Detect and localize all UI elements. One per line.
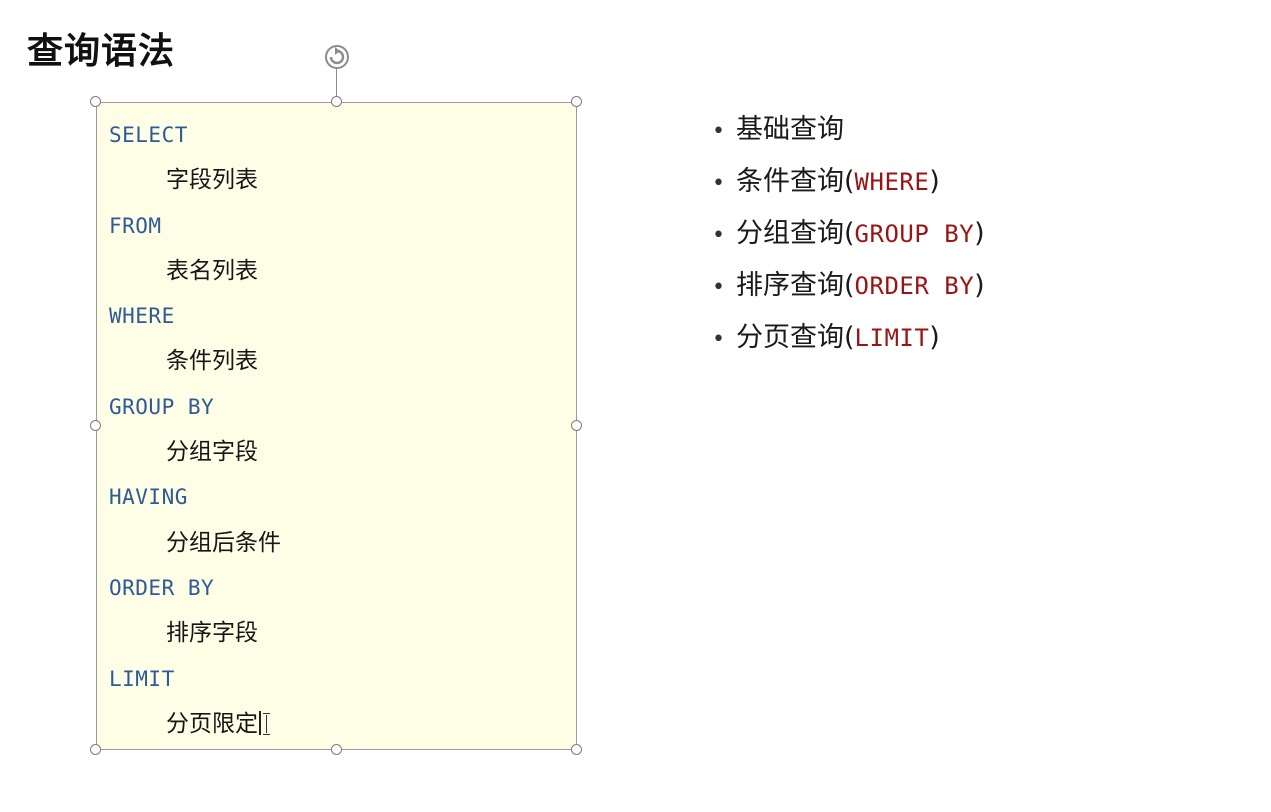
bullet-paren-open: ( bbox=[844, 270, 855, 301]
bullet-paren-open: ( bbox=[844, 218, 855, 249]
slide-title: 查询语法 bbox=[27, 31, 176, 72]
code-value-line: 分组字段 bbox=[109, 430, 566, 475]
code-keyword-line: GROUP BY bbox=[109, 385, 566, 430]
code-value-line: 表名列表 bbox=[109, 249, 566, 294]
bullet-marker: • bbox=[712, 223, 725, 248]
code-value-line: 分页限定 bbox=[109, 702, 566, 747]
resize-handle-top-right[interactable] bbox=[571, 96, 582, 107]
sql-keyword-limit: LIMIT bbox=[109, 666, 175, 691]
bullet-code: GROUP BY bbox=[854, 220, 975, 248]
bullet-code: WHERE bbox=[854, 168, 930, 196]
bullet-marker: • bbox=[712, 171, 725, 196]
bullet-code: ORDER BY bbox=[854, 272, 975, 300]
bullet-text: 分页查询 bbox=[736, 322, 844, 353]
bullet-marker: • bbox=[712, 327, 725, 352]
bullet-paren-open: ( bbox=[844, 322, 855, 353]
bullet-paren-close: ) bbox=[929, 322, 940, 353]
sql-keyword-order-by: ORDER BY bbox=[109, 575, 215, 600]
resize-handle-bottom[interactable] bbox=[331, 744, 342, 755]
sql-value-conditions: 条件列表 bbox=[166, 348, 258, 375]
code-value-line: 条件列表 bbox=[109, 339, 566, 384]
sql-syntax-text-box[interactable]: SELECT 字段列表 FROM 表名列表 WHERE 条件列表 GROUP B… bbox=[96, 102, 577, 750]
bullet-text: 基础查询 bbox=[736, 114, 844, 145]
query-type-list: •基础查询 •条件查询(WHERE) •分组查询(GROUP BY) •排序查询… bbox=[712, 104, 985, 364]
sql-keyword-select: SELECT bbox=[109, 123, 188, 147]
bullet-text: 分组查询 bbox=[736, 218, 844, 249]
rotate-handle-stem bbox=[336, 68, 337, 98]
resize-handle-left[interactable] bbox=[90, 420, 101, 431]
code-value-line: 字段列表 bbox=[109, 158, 566, 203]
code-keyword-line: WHERE bbox=[109, 294, 566, 339]
resize-handle-top-left[interactable] bbox=[90, 96, 101, 107]
bullet-text: 排序查询 bbox=[736, 270, 844, 301]
sql-keyword-having: HAVING bbox=[109, 485, 188, 510]
resize-handle-right[interactable] bbox=[571, 420, 582, 431]
code-keyword-line: HAVING bbox=[109, 475, 566, 520]
text-caret bbox=[259, 710, 261, 735]
resize-handle-top[interactable] bbox=[331, 96, 342, 107]
list-item: • 分页查询(LIMIT) bbox=[712, 312, 985, 364]
bullet-text: 条件查询 bbox=[736, 166, 844, 197]
code-keyword-line: FROM bbox=[109, 204, 566, 249]
sql-syntax-lines: SELECT 字段列表 FROM 表名列表 WHERE 条件列表 GROUP B… bbox=[109, 113, 566, 747]
list-item: • 条件查询(WHERE) bbox=[712, 156, 985, 208]
sql-keyword-where: WHERE bbox=[109, 304, 175, 329]
list-item: • 基础查询 bbox=[712, 104, 985, 156]
code-value-line: 分组后条件 bbox=[109, 521, 566, 566]
list-item: • 分组查询(GROUP BY) bbox=[712, 208, 985, 260]
rotate-icon[interactable] bbox=[321, 42, 353, 72]
sql-value-paging: 分页限定 bbox=[166, 710, 258, 737]
ibeam-cursor-icon bbox=[263, 712, 271, 735]
sql-value-tables: 表名列表 bbox=[166, 257, 258, 284]
bullet-paren-close: ) bbox=[929, 166, 940, 197]
bullet-marker: • bbox=[712, 119, 725, 144]
code-value-line: 排序字段 bbox=[109, 611, 566, 656]
bullet-paren-close: ) bbox=[974, 218, 985, 249]
bullet-paren-open: ( bbox=[844, 166, 855, 197]
resize-handle-bottom-left[interactable] bbox=[90, 744, 101, 755]
bullet-paren-close: ) bbox=[974, 270, 985, 301]
code-keyword-line: LIMIT bbox=[109, 657, 566, 702]
list-item: • 排序查询(ORDER BY) bbox=[712, 260, 985, 312]
code-keyword-line: ORDER BY bbox=[109, 566, 566, 611]
resize-handle-bottom-right[interactable] bbox=[571, 744, 582, 755]
code-keyword-line: SELECT bbox=[109, 113, 566, 158]
sql-keyword-group-by: GROUP BY bbox=[109, 394, 215, 419]
sql-value-order-fields: 排序字段 bbox=[166, 620, 258, 647]
sql-value-fields: 字段列表 bbox=[166, 167, 258, 194]
bullet-code: LIMIT bbox=[854, 324, 930, 352]
sql-value-having-conditions: 分组后条件 bbox=[166, 529, 281, 556]
bullet-marker: • bbox=[712, 275, 725, 300]
sql-keyword-from: FROM bbox=[109, 213, 162, 238]
sql-value-group-fields: 分组字段 bbox=[166, 439, 258, 466]
